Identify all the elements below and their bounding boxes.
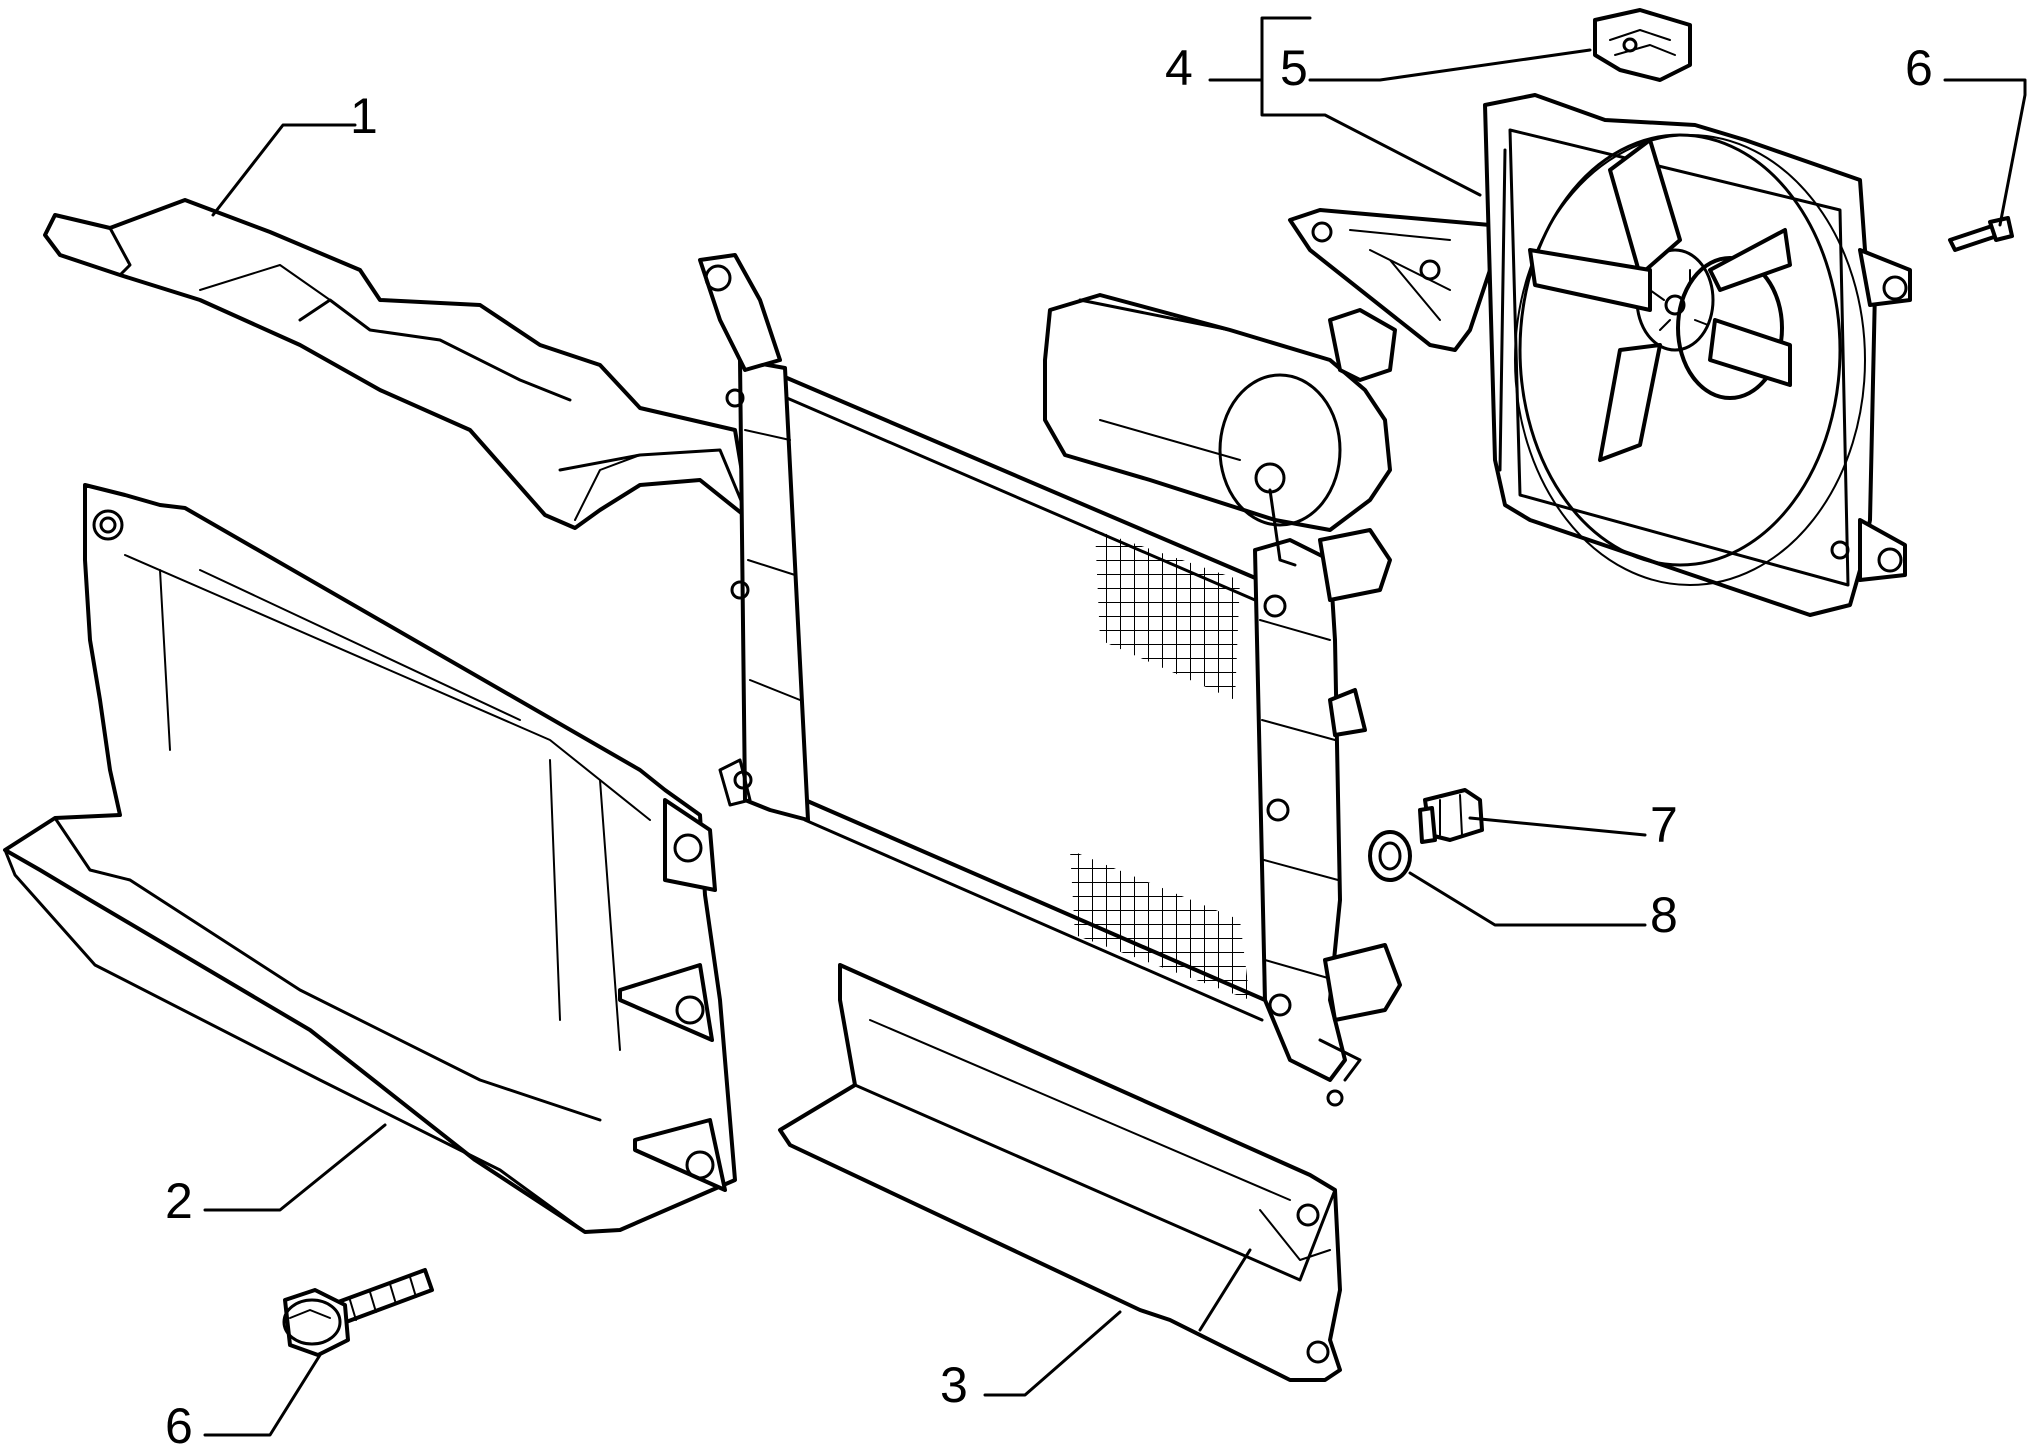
- resistor-connector-part-5: [1593, 8, 1692, 82]
- callout-8: 8: [1650, 887, 1678, 943]
- fan-assembly-part-4: [1288, 93, 1912, 617]
- screw-part-6-bottom: [282, 1268, 434, 1357]
- callout-7: 7: [1650, 797, 1678, 853]
- callout-3: 3: [940, 1357, 968, 1413]
- lower-air-deflector-part-3: [778, 963, 1342, 1382]
- upper-air-deflector-part-1: [43, 198, 752, 530]
- callout-6-bottom: 6: [165, 1398, 193, 1450]
- washer-part-8: [1368, 830, 1412, 882]
- callout-2: 2: [165, 1173, 193, 1229]
- radiator: [698, 253, 1402, 1107]
- screw-part-6-top: [1948, 216, 2014, 252]
- callout-5: 5: [1280, 40, 1308, 96]
- callout-labels: 1 2 3 4 5 6 7 8 6: [165, 40, 1933, 1450]
- callout-4: 4: [1165, 40, 1193, 96]
- temperature-switch-part-7: [1418, 788, 1484, 844]
- lower-shroud-part-2: [3, 483, 737, 1234]
- callout-6-top: 6: [1905, 40, 1933, 96]
- callout-1: 1: [350, 88, 378, 144]
- leader-lines: [203, 16, 2027, 1437]
